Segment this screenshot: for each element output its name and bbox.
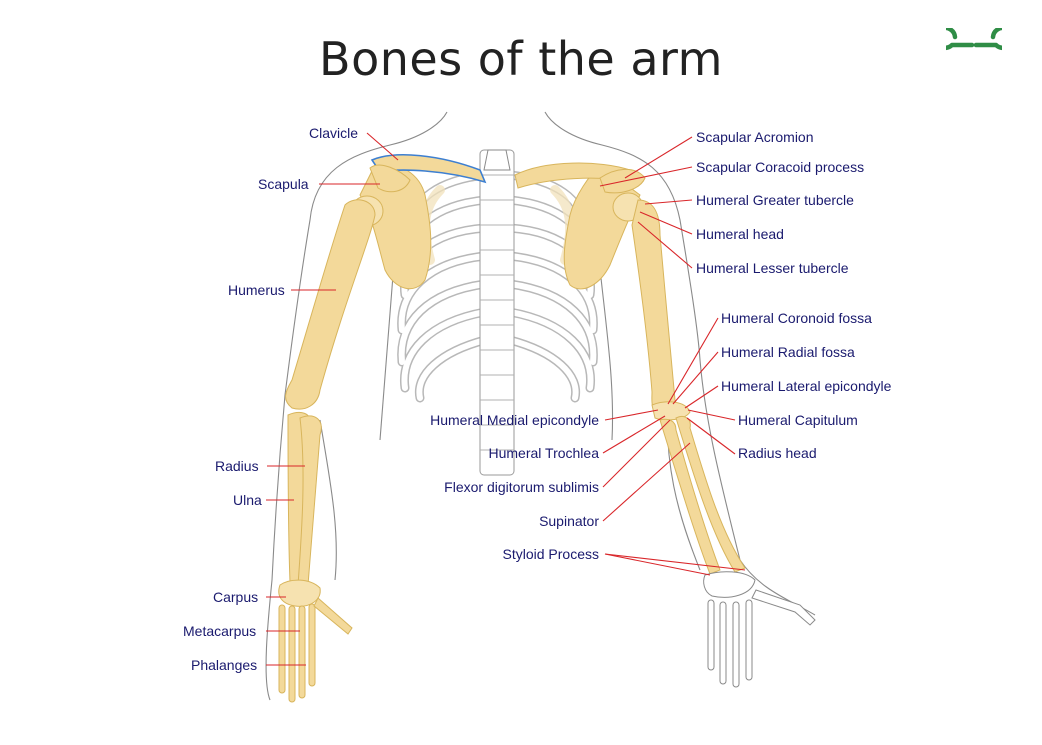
label-flexor-digitorum: Flexor digitorum sublimis [444, 479, 599, 495]
label-styloid-process: Styloid Process [503, 546, 599, 562]
label-humeral-radial-fossa: Humeral Radial fossa [721, 344, 855, 360]
right-humerus [631, 199, 677, 417]
geeksforgeeks-logo [946, 28, 1002, 50]
right-radius [675, 415, 746, 573]
label-humeral-coronoid-fossa: Humeral Coronoid fossa [721, 310, 872, 326]
left-scapula [359, 163, 432, 290]
label-scapular-coracoid: Scapular Coracoid process [696, 159, 864, 175]
left-metacarpus-phalanges [278, 597, 353, 703]
left-carpus [278, 579, 321, 607]
label-carpus: Carpus [213, 589, 258, 605]
spine [479, 149, 515, 476]
right-ulna [659, 418, 721, 575]
label-ulna: Ulna [233, 492, 262, 508]
label-humerus: Humerus [228, 282, 285, 298]
label-supinator: Supinator [539, 513, 599, 529]
label-humeral-head: Humeral head [696, 226, 784, 242]
label-humeral-lesser-tubercle: Humeral Lesser tubercle [696, 260, 849, 276]
label-humeral-capitulum: Humeral Capitulum [738, 412, 858, 428]
left-arm-bones [278, 154, 487, 703]
label-humeral-greater-tubercle: Humeral Greater tubercle [696, 192, 854, 208]
label-humeral-medial-epicondyle: Humeral Medial epicondyle [430, 412, 599, 428]
left-radius [297, 415, 322, 586]
left-clavicle [370, 154, 487, 184]
label-phalanges: Phalanges [191, 657, 257, 673]
label-humeral-trochlea: Humeral Trochlea [489, 445, 600, 461]
label-scapular-acromion: Scapular Acromion [696, 129, 814, 145]
labels: Clavicle Scapula Humerus Radius Ulna Car… [183, 125, 892, 673]
leader-lines [266, 132, 746, 666]
left-humerus [285, 199, 376, 410]
right-arm-bones [514, 162, 816, 688]
page-title: Bones of the arm [319, 32, 723, 86]
left-acromion [369, 164, 411, 193]
label-metacarpus: Metacarpus [183, 623, 256, 639]
label-clavicle: Clavicle [309, 125, 358, 141]
label-radius: Radius [215, 458, 259, 474]
label-radius-head: Radius head [738, 445, 817, 461]
label-humeral-lateral-epicondyle: Humeral Lateral epicondyle [721, 378, 892, 394]
label-scapula: Scapula [258, 176, 309, 192]
right-hand [703, 571, 816, 688]
